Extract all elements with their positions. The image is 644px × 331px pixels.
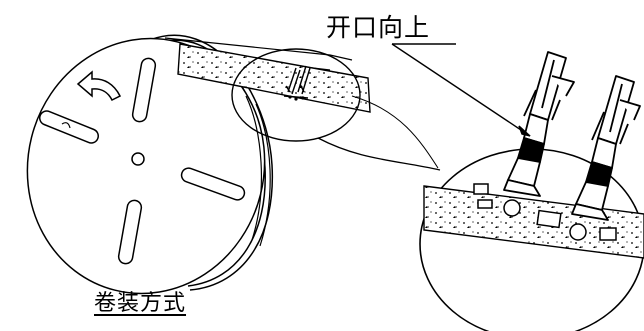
reel-slot-right [180, 167, 246, 201]
reel-slot-bottom [117, 199, 143, 265]
terminal-2 [571, 75, 641, 221]
zoom-connector-line-2 [351, 95, 439, 169]
callout-label: 开口向上 [326, 13, 431, 42]
rotation-arrow-icon [76, 70, 122, 102]
sprocket-hole [569, 223, 587, 241]
reel-center-hole [131, 152, 145, 166]
diagram-caption: 卷装方式 [94, 291, 187, 316]
zoom-connector-line [317, 137, 441, 171]
sprocket-hole [503, 199, 521, 217]
reel [26, 34, 353, 295]
terminal-1 [503, 51, 575, 197]
zoom-circle-small [231, 48, 361, 142]
reel-slot-left [38, 110, 100, 144]
callout-leader [391, 43, 531, 137]
reel-slot-top [131, 57, 157, 123]
